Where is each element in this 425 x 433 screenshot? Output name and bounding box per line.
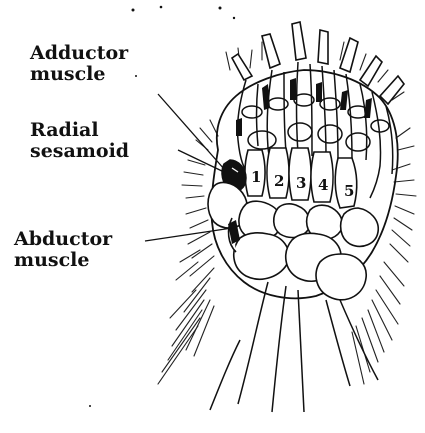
digit-number-1: 1	[251, 168, 261, 186]
adductor-muscle-label-line1: Adductor	[30, 43, 128, 64]
abductor-muscle-label-line2: muscle	[14, 250, 90, 271]
forearm-lines	[210, 282, 378, 412]
digit-number-2: 2	[274, 172, 284, 190]
abductor-muscle-label-line1: Abductor	[14, 229, 112, 250]
digit-number-4: 4	[318, 176, 328, 194]
adductor-muscle-label-line2: muscle	[30, 64, 106, 85]
radial-sesamoid-label-line2: sesamoid	[30, 141, 129, 162]
abductor-leader-line	[145, 228, 232, 241]
adductor-leader-line	[158, 94, 232, 178]
radial-sesamoid-label-line1: Radial	[30, 120, 99, 141]
digit-number-5: 5	[344, 182, 354, 200]
digit-number-3: 3	[296, 174, 306, 192]
